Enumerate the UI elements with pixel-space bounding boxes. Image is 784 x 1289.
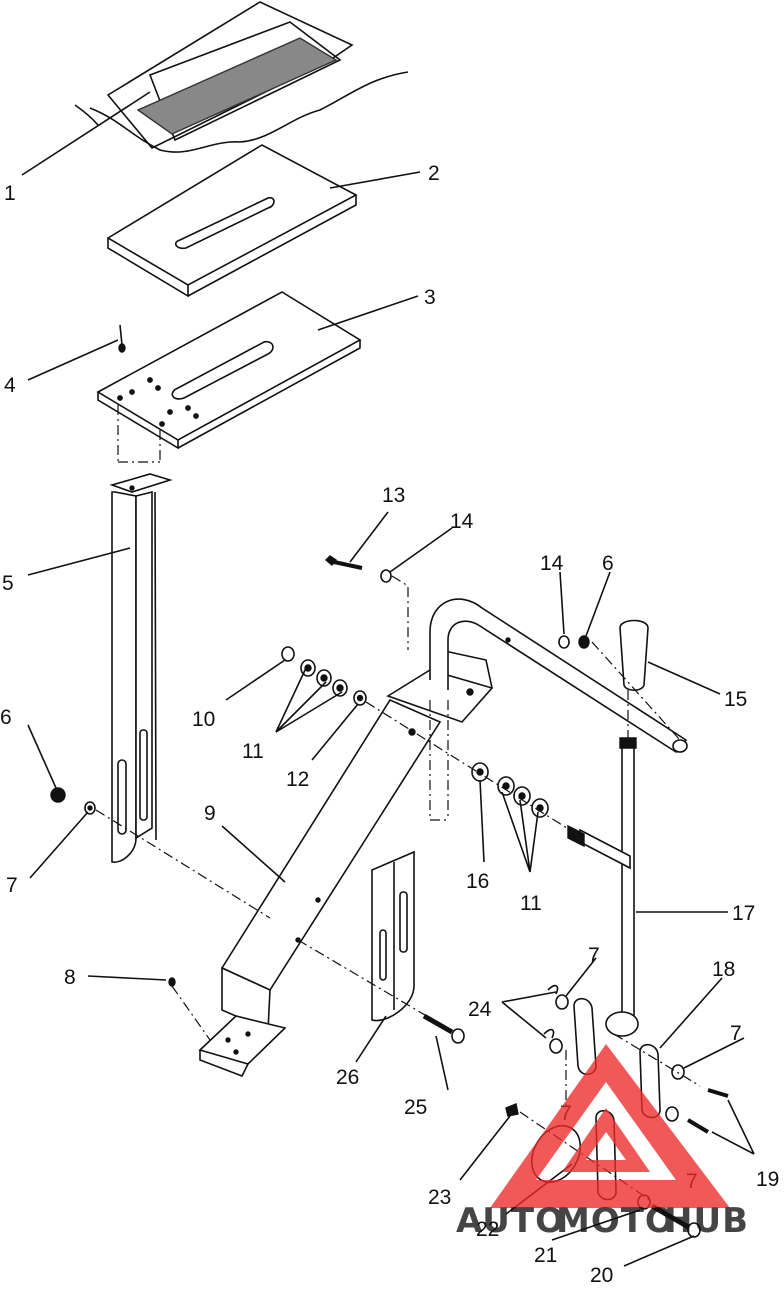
callout-16: 16 bbox=[466, 870, 489, 893]
callout-14-right: 14 bbox=[540, 552, 564, 575]
part-handle-frame bbox=[429, 598, 688, 821]
callout-26: 26 bbox=[336, 1066, 359, 1089]
callout-19: 19 bbox=[756, 1168, 779, 1191]
callout-7-upper: 7 bbox=[588, 944, 600, 967]
callout-22: 22 bbox=[476, 1218, 499, 1241]
callout-9: 9 bbox=[204, 802, 216, 825]
watermark-logo: AUTO MOTO HUB bbox=[456, 1044, 749, 1241]
callout-10: 10 bbox=[192, 708, 215, 731]
part-shift-rod bbox=[567, 737, 639, 1037]
callout-6-left: 6 bbox=[0, 706, 12, 729]
callout-8: 8 bbox=[64, 966, 76, 989]
callout-25: 25 bbox=[404, 1096, 427, 1119]
leader-lines bbox=[21, 91, 755, 1267]
callout-7-right: 7 bbox=[730, 1022, 742, 1045]
alignment-lines bbox=[95, 641, 701, 1201]
callout-4: 4 bbox=[4, 374, 16, 397]
part-vertical-bracket bbox=[109, 473, 173, 863]
callout-20: 20 bbox=[590, 1264, 613, 1284]
part-plate bbox=[96, 291, 362, 463]
callout-1: 1 bbox=[4, 182, 16, 205]
callout-11-left: 11 bbox=[242, 740, 264, 763]
watermark-text-hub: HUB bbox=[664, 1201, 749, 1241]
part-base-plate bbox=[168, 977, 287, 1078]
part-angled-tube bbox=[220, 649, 494, 1032]
callout-21: 21 bbox=[534, 1244, 557, 1267]
part-knob bbox=[619, 619, 649, 692]
callout-18: 18 bbox=[712, 958, 735, 981]
part-slotted-plate bbox=[371, 850, 415, 1022]
callout-7-left: 7 bbox=[6, 874, 18, 897]
part-pad bbox=[106, 144, 358, 298]
part-pin bbox=[118, 324, 126, 353]
callout-11-right: 11 bbox=[520, 892, 542, 915]
callout-5: 5 bbox=[2, 572, 14, 595]
watermark-triangle-icon bbox=[490, 1044, 730, 1208]
callout-12: 12 bbox=[286, 768, 309, 791]
callout-3: 3 bbox=[424, 286, 436, 309]
callout-15: 15 bbox=[724, 688, 747, 711]
callout-labels: 1 2 3 4 5 6 6 7 7 7 7 7 8 9 10 11 11 12 … bbox=[0, 162, 779, 1287]
callout-23: 23 bbox=[428, 1186, 451, 1209]
callout-14-left: 14 bbox=[450, 510, 474, 533]
part-floor-panel bbox=[74, 1, 409, 153]
callout-13: 13 bbox=[382, 484, 405, 507]
callout-24: 24 bbox=[468, 998, 492, 1021]
callout-17: 17 bbox=[732, 902, 755, 925]
callout-2: 2 bbox=[428, 162, 440, 185]
watermark-text-moto: MOTO bbox=[556, 1201, 675, 1241]
callout-6-right: 6 bbox=[602, 552, 614, 575]
watermark-text-auto: AUTO bbox=[456, 1201, 565, 1241]
